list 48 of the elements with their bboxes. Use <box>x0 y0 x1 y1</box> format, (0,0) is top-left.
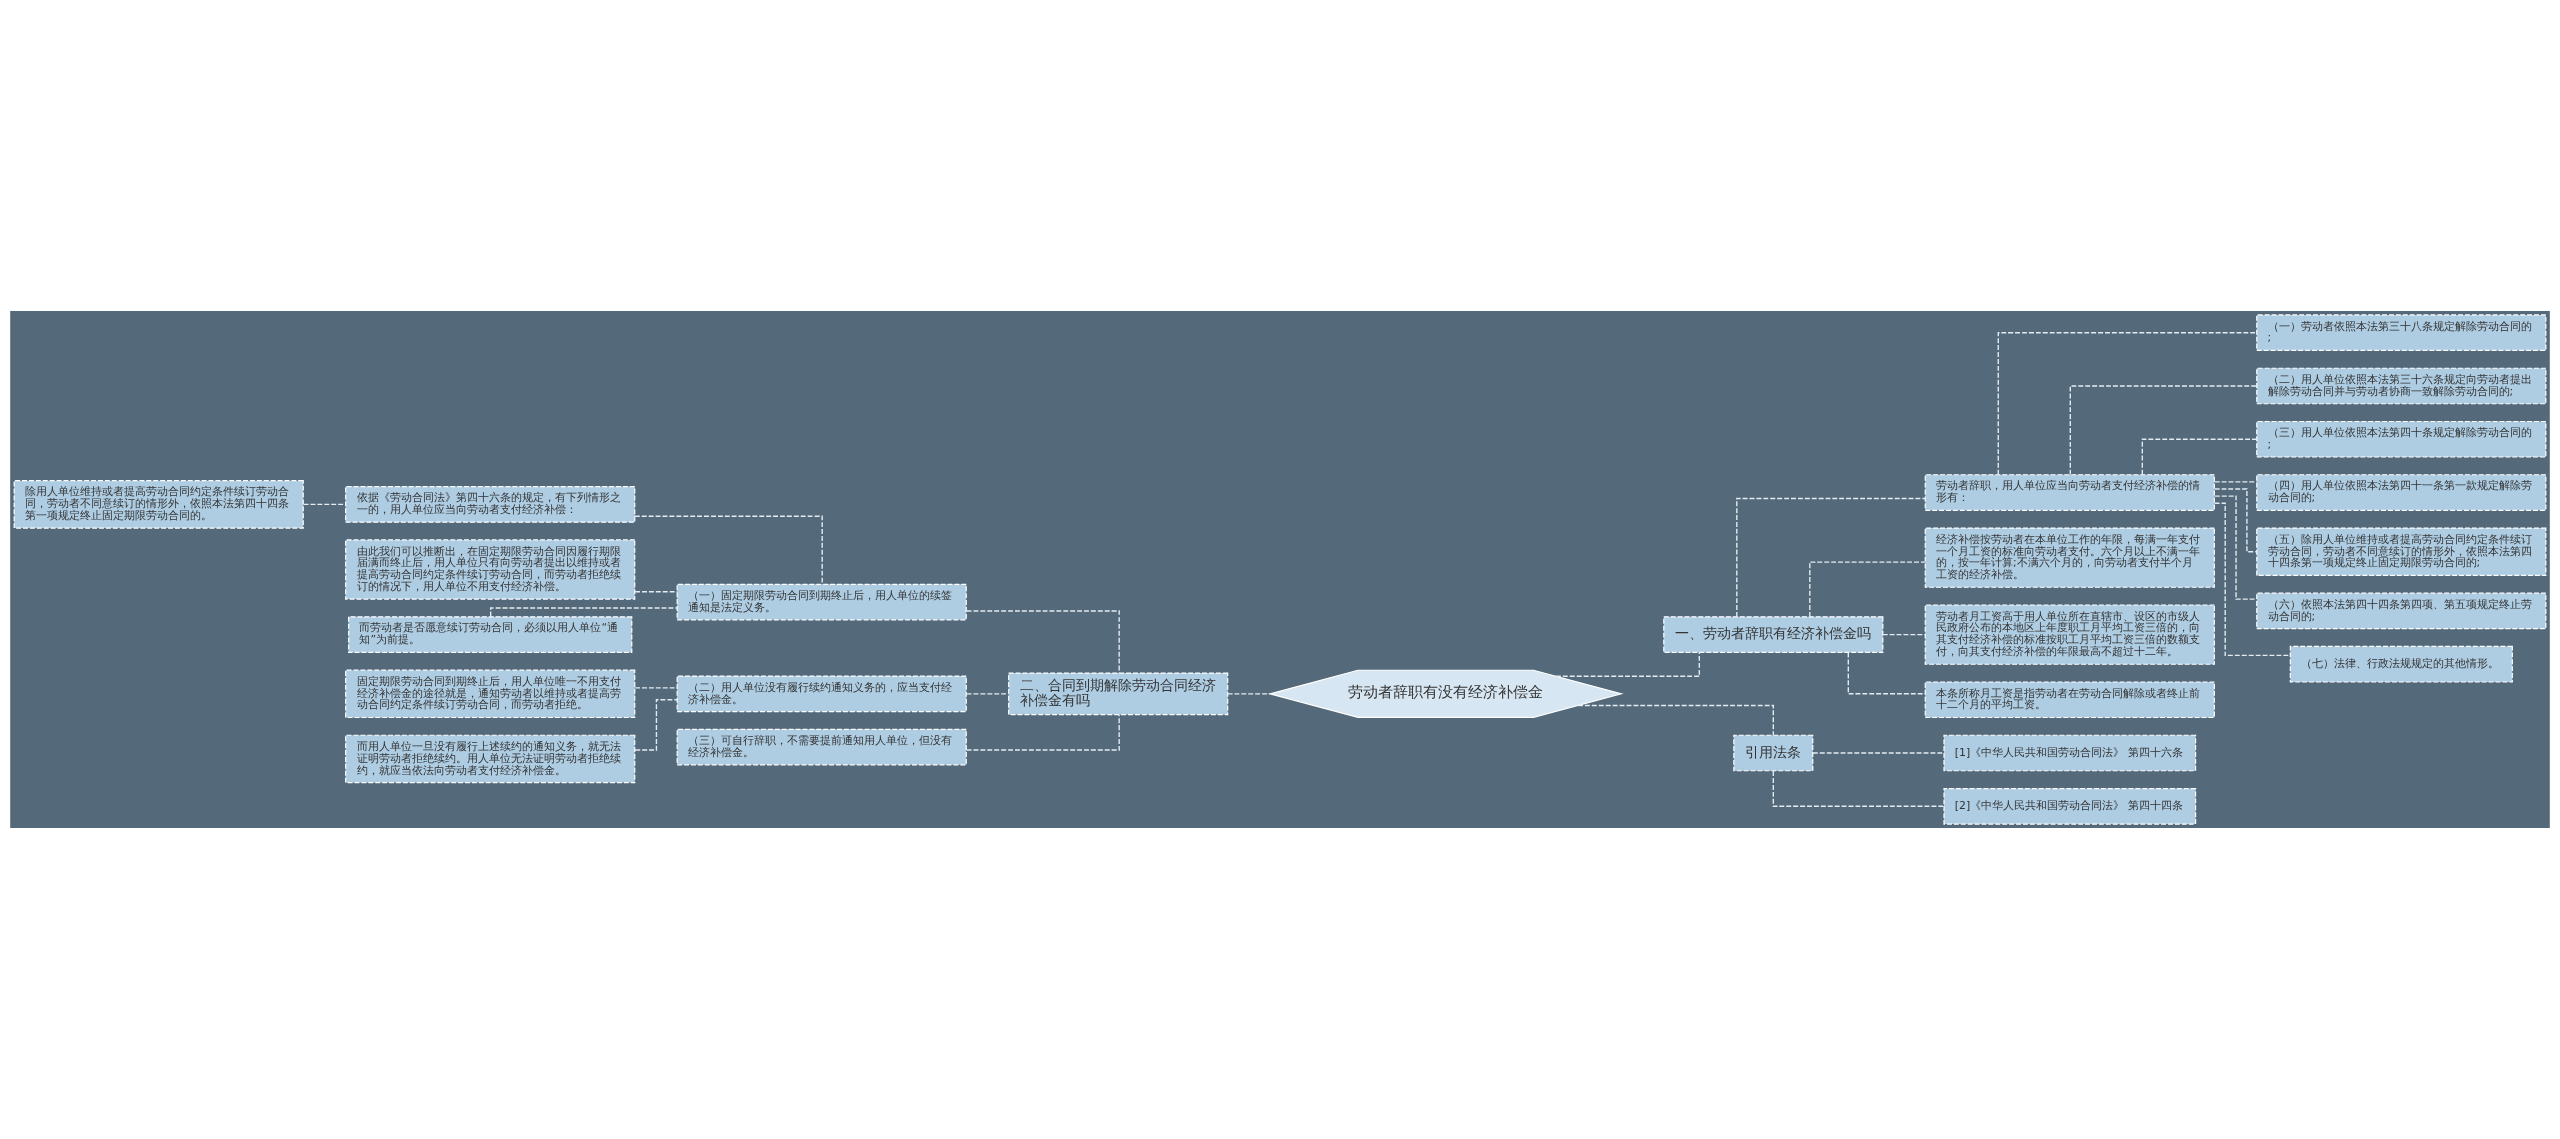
connector <box>302 503 347 506</box>
connector <box>490 607 678 618</box>
node-box: 劳动者辞职，用人单位应当向劳动者支付经济补偿的情形有： <box>1924 474 2215 511</box>
connector <box>1812 752 1945 754</box>
connector <box>965 610 1120 674</box>
connector <box>1997 332 2258 476</box>
connector <box>1772 770 1945 807</box>
connector <box>2213 495 2258 600</box>
node-box: 而用人单位一旦没有履行上述续约的通知义务，就无法证明劳动者拒绝续约。用人单位无法证明劳动者拒绝续约，就应当依法向劳动者支付经济补偿金。 <box>345 734 636 784</box>
node-box: 固定期限劳动合同到期终止后，用人单位唯一不用支付经济补偿金的途径就是，通知劳动者以维持或者提高劳动合同约定条件续订劳动合同，而劳动者拒绝。 <box>345 669 636 719</box>
connector <box>634 687 678 689</box>
node-box: （六）依照本法第四十四条第四项、第五项规定终止劳动合同的; <box>2256 592 2547 630</box>
node-box: 而劳动者是否愿意续订劳动合同，必须以用人单位“通知”为前提。 <box>348 616 633 653</box>
node-box: 除用人单位维持或者提高劳动合同约定条件续订劳动合同，劳动者不同意续订的情形外，依照本法第四十四条第一项规定终止固定期限劳动合同的。 <box>13 480 304 529</box>
node-box: （七）法律、行政法规规定的其他情形。 <box>2289 645 2513 683</box>
node-box: [2]《中华人民共和国劳动合同法》 第四十四条 <box>1943 787 2197 825</box>
connector <box>2214 481 2258 483</box>
node-box: 由此我们可以推断出，在固定期限劳动合同因履行期限届满而终止后，用人单位只有向劳动者提出以维持或者提高劳动合同约定条件续订劳动合同，而劳动者拒绝续订的情况下，用人单位不用支付经济补偿。 <box>345 539 636 600</box>
node-box: （四）用人单位依照本法第四十一条第一款规定解除劳动合同的; <box>2256 474 2547 511</box>
node-box: （二）用人单位依照本法第三十六条规定向劳动者提出解除劳动合同并与劳动者协商一致解除劳动合同的; <box>2256 367 2547 405</box>
node-box: 本条所称月工资是指劳动者在劳动合同解除或者终止前十二个月的平均工资。 <box>1924 681 2215 719</box>
node-box: （一）劳动者依照本法第三十八条规定解除劳动合同的; <box>2256 314 2547 352</box>
connector <box>2213 488 2258 553</box>
connector <box>1847 651 1926 695</box>
node-box: 一、劳动者辞职有经济补偿金吗 <box>1663 616 1884 653</box>
connector <box>1882 633 1926 636</box>
connector <box>1577 704 1774 736</box>
connector <box>2141 438 2258 476</box>
node-box: 依据《劳动合同法》第四十六条的规定，有下列情形之一的，用人单位应当向劳动者支付经济补偿： <box>345 486 636 523</box>
connector <box>2213 502 2291 657</box>
connector <box>1809 561 1926 618</box>
node-box: 引用法条 <box>1733 734 1814 772</box>
connector <box>1555 651 1700 677</box>
connector <box>1227 693 1271 695</box>
node-box: 经济补偿按劳动者在本单位工作的年限，每满一年支付一个月工资的标准向劳动者支付。六个月以上不满一年的，按一年计算;不满六个月的，向劳动者支付半个月工资的经济补偿。 <box>1924 527 2215 588</box>
connector <box>965 714 1120 751</box>
connector <box>1736 497 1926 618</box>
node-box: 劳动者月工资高于用人单位所在直辖市、设区的市级人民政府公布的本地区上年度职工月平均工资三倍的，向其支付经济补偿的标准按职工月平均工资三倍的数额支付，向其支付经济补偿的年限最高不超过十二年。 <box>1924 604 2215 665</box>
node-box: （二）用人单位没有履行续约通知义务的，应当支付经济补偿金。 <box>676 675 967 713</box>
node-box: （五）除用人单位维持或者提高劳动合同约定条件续订劳动合同，劳动者不同意续订的情形外，依照本法第四十四条第一项规定终止固定期限劳动合同的; <box>2256 527 2547 576</box>
connector <box>634 591 678 593</box>
node-box: 二、合同到期解除劳动合同经济补偿金有吗 <box>1008 672 1229 716</box>
connector <box>2069 385 2258 476</box>
connector <box>634 515 823 585</box>
node-box: （三）可自行辞职，不需要提前通知用人单位，但没有经济补偿金。 <box>676 728 967 766</box>
node-box: [1]《中华人民共和国劳动合同法》 第四十六条 <box>1943 734 2197 772</box>
node-box: （三）用人单位依照本法第四十条规定解除劳动合同的; <box>2256 420 2547 458</box>
node-box: （一）固定期限劳动合同到期终止后，用人单位的续签通知是法定义务。 <box>676 583 967 621</box>
